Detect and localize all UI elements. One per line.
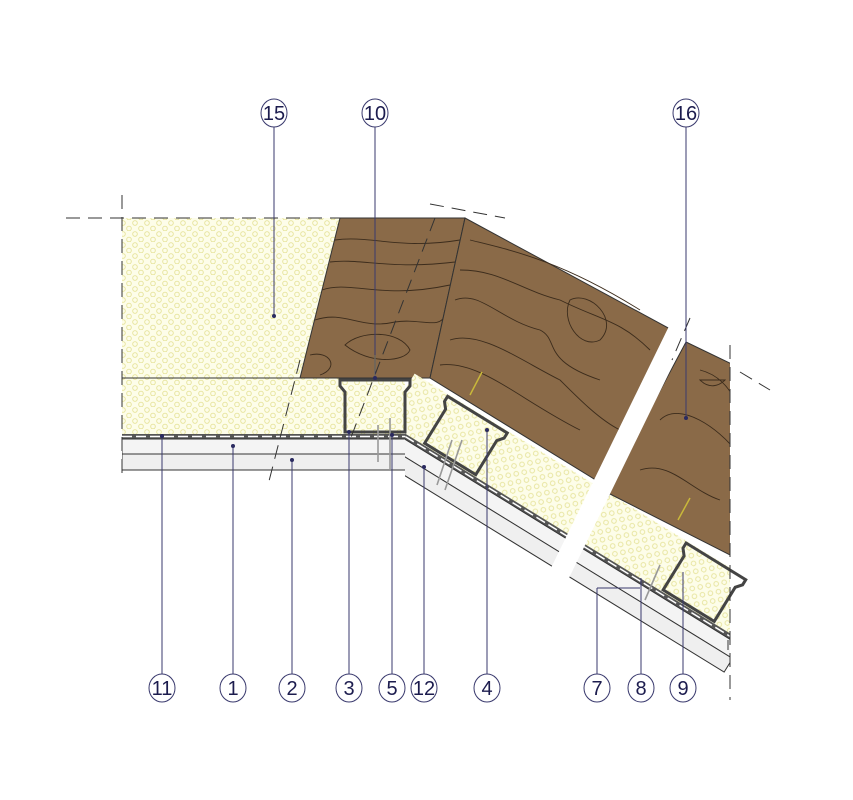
sloped-roof-assembly [405, 217, 730, 673]
callout-3: 3 [335, 673, 363, 703]
callout-label: 4 [481, 678, 492, 700]
leader-dots [160, 314, 688, 469]
callout-2: 2 [278, 673, 306, 703]
callout-15: 15 [260, 98, 288, 128]
callout-label: 2 [286, 678, 297, 700]
timber-rafter-sloped [429, 217, 730, 556]
callout-label: 10 [364, 103, 386, 125]
callout-label: 12 [413, 678, 435, 700]
callout-10: 10 [361, 98, 389, 128]
callout-8: 8 [627, 673, 655, 703]
callout-9: 9 [669, 673, 697, 703]
callout-label: 5 [386, 678, 397, 700]
callouts-top: 15 10 16 [260, 98, 700, 128]
break-gap [550, 320, 690, 580]
callout-label: 1 [227, 678, 238, 700]
callout-11: 11 [148, 673, 176, 703]
callout-7: 7 [583, 673, 611, 703]
callout-16: 16 [672, 98, 700, 128]
screws [377, 418, 661, 601]
callout-1: 1 [219, 673, 247, 703]
steel-profile-9 [661, 540, 748, 624]
leader-lines [161, 126, 687, 675]
callout-label: 15 [263, 103, 285, 125]
board-layer-1 [122, 438, 405, 455]
steel-profile-4 [422, 394, 510, 477]
callout-label: 9 [677, 678, 688, 700]
callout-12: 12 [410, 673, 438, 703]
steel-profiles [338, 378, 748, 624]
callout-5: 5 [378, 673, 406, 703]
insulation-lower [122, 378, 405, 436]
callouts-bottom: 11 1 2 3 5 12 4 7 8 9 [148, 673, 697, 703]
callout-4: 4 [473, 673, 501, 703]
callout-label: 8 [635, 678, 646, 700]
callout-label: 3 [343, 678, 354, 700]
callout-label: 16 [675, 103, 697, 125]
callout-label: 11 [152, 678, 173, 700]
boundary-lines [66, 195, 771, 700]
callout-label: 7 [591, 678, 602, 700]
